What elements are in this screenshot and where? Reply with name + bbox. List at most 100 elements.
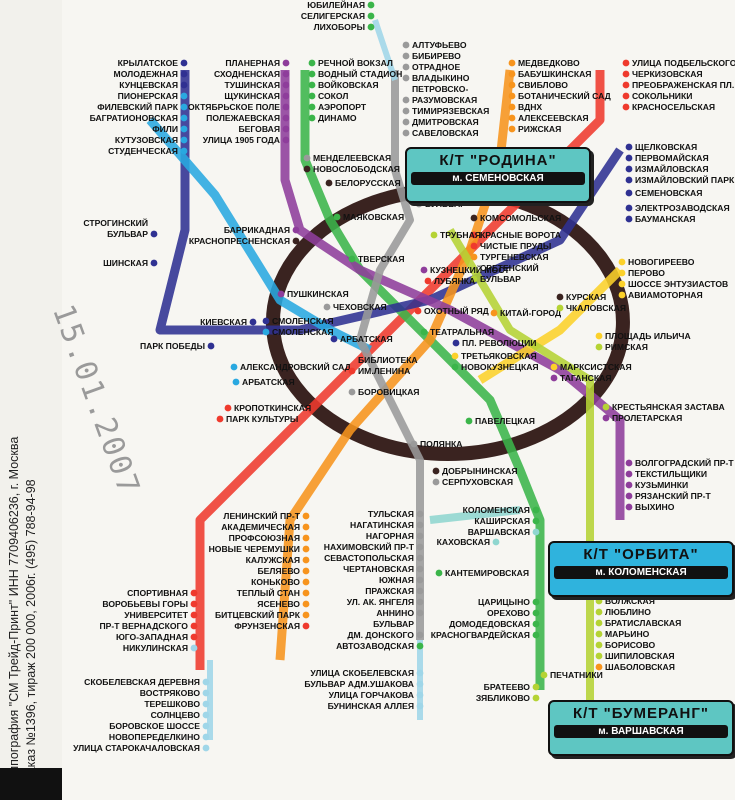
station-label[interactable]: НАХИМОВСКИЙ ПР-Т [324,541,415,552]
station-label[interactable]: ТУШИНСКАЯ [225,80,280,90]
station-label[interactable]: ИМ.ЛЕНИНА [358,366,410,376]
station-label[interactable]: АЛЕКСЕЕВСКАЯ [518,113,589,123]
station-label[interactable]: ЧЕХОВСКАЯ [333,302,387,312]
station-label[interactable]: СОКОЛЬНИКИ [632,91,692,101]
station-label[interactable]: НОВОКУЗНЕЦКАЯ [461,362,539,372]
station-label[interactable]: ФРУНЗЕНСКАЯ [234,621,300,631]
station-label[interactable]: КРАСНОПРЕСНЕНСКАЯ [189,236,290,246]
station-label[interactable]: ЦАРИЦЫНО [478,597,530,607]
station-label[interactable]: КУРСКАЯ [566,292,606,302]
station-label[interactable]: БОРОВИЦКАЯ [358,387,419,397]
station-label[interactable]: МЕНДЕЛЕЕВСКАЯ [313,153,391,163]
station-label[interactable]: БИБИРЕВО [412,51,461,61]
station-label[interactable]: ЩУКИНСКАЯ [224,91,280,101]
station-label[interactable]: ВАРШАВСКАЯ [468,527,530,537]
station-label[interactable]: СПОРТИВНАЯ [127,588,188,598]
station-label[interactable]: МАЯКОВСКАЯ [343,212,404,222]
cinema-rodina-badge[interactable]: К/Т "РОДИНА" м. СЕМЕНОВСКАЯ [405,147,591,203]
station-label[interactable]: АРБАТСКАЯ [242,377,295,387]
station-label[interactable]: ЮБИЛЕЙНАЯ [307,0,365,10]
station-label[interactable]: ЛИХОБОРЫ [314,22,365,32]
station-label[interactable]: МАРЬИНО [605,629,650,639]
station-label[interactable]: ПРЕОБРАЖЕНСКАЯ ПЛ. [632,80,734,90]
station-label[interactable]: АКАДЕМИЧЕСКАЯ [221,522,300,532]
station-label[interactable]: КИТАЙ-ГОРОД [500,307,561,318]
station-label[interactable]: БУЛЬВАР АДМ.УШАКОВА [304,679,414,689]
station-label[interactable]: УЛИЦА ГОРЧАКОВА [329,690,414,700]
station-label[interactable]: ДИНАМО [318,113,357,123]
station-label[interactable]: РАЗУМОВСКАЯ [412,95,477,105]
station-label[interactable]: БАГРАТИОНОВСКАЯ [90,113,178,123]
station-label[interactable]: СЕВАСТОПОЛЬСКАЯ [324,553,414,563]
station-label[interactable]: ТРУБНАЯ [440,230,481,240]
station-label[interactable]: ПУШКИНСКАЯ [287,289,349,299]
station-label[interactable]: ВОЛГОГРАДСКИЙ ПР-Т [635,457,734,468]
station-label[interactable]: ДМ. ДОНСКОГО [347,630,414,640]
station-label[interactable]: ТЕКСТИЛЬЩИКИ [635,469,707,479]
station-label[interactable]: КРАСНОГВАРДЕЙСКАЯ [431,629,530,640]
station-label[interactable]: УЛИЦА СТАРОКАЧАЛОВСКАЯ [73,743,200,753]
station-label[interactable]: МЕДВЕДКОВО [518,58,580,68]
station-label[interactable]: СОКОЛ [318,91,348,101]
station-label[interactable]: КРАСНЫЕ ВОРОТА [480,230,561,240]
station-label[interactable]: ПОЛЯНКА [420,439,463,449]
station-label[interactable]: КРОПОТКИНСКАЯ [234,403,311,413]
station-label[interactable]: БУЛЬВАР [373,619,414,629]
station-label[interactable]: ПЕРОВО [628,268,665,278]
station-label[interactable]: ОХОТНЫЙ РЯД [424,305,489,316]
station-label[interactable]: ЧЕРТАНОВСКАЯ [343,564,414,574]
station-label[interactable]: ПЛ. РЕВОЛЮЦИИ [462,338,536,348]
station-label[interactable]: КУЗЬМИНКИ [635,480,688,490]
station-label[interactable]: ТИМИРЯЗЕВСКАЯ [412,106,489,116]
station-label[interactable]: БЕГОВАЯ [238,124,280,134]
station-label[interactable]: ЮЖНАЯ [379,575,414,585]
station-label[interactable]: ОРЕХОВО [487,608,530,618]
station-label[interactable]: БУЛЬВАР [480,274,521,284]
station-label[interactable]: СРЕТЕНСКИЙ [480,262,539,273]
station-label[interactable]: МОЛОДЕЖНАЯ [114,69,178,79]
cinema-bumerang-badge[interactable]: К/Т "БУМЕРАНГ" м. ВАРШАВСКАЯ [548,700,734,756]
station-label[interactable]: САВЕЛОВСКАЯ [412,128,479,138]
station-label[interactable]: СЕРПУХОВСКАЯ [442,477,513,487]
station-label[interactable]: АЭРОПОРТ [318,102,367,112]
station-label[interactable]: РИМСКАЯ [605,342,648,352]
station-label[interactable]: БАРРИКАДНАЯ [224,225,290,235]
station-label[interactable]: ПЛОЩАДЬ ИЛЬИЧА [605,331,691,341]
station-label[interactable]: ВДНХ [518,102,542,112]
station-label[interactable]: КАНТЕМИРОВСКАЯ [445,568,529,578]
station-label[interactable]: СЕМЕНОВСКАЯ [635,188,702,198]
station-label[interactable]: АВТОЗАВОДСКАЯ [336,641,414,651]
station-label[interactable]: КОНЬКОВО [251,577,300,587]
station-label[interactable]: ПРОЛЕТАРСКАЯ [612,413,682,423]
station-label[interactable]: КАХОВСКАЯ [437,537,490,547]
station-label[interactable]: СЕЛИГЕРСКАЯ [301,11,365,21]
station-label[interactable]: КУТУЗОВСКАЯ [115,135,178,145]
station-label[interactable]: КУЗНЕЦКИЙ МОСТ [430,264,510,275]
station-label[interactable]: БАБУШКИНСКАЯ [518,69,591,79]
station-label[interactable]: КРАСНОСЕЛЬСКАЯ [632,102,715,112]
station-label[interactable]: ШОССЕ ЭНТУЗИАСТОВ [628,279,728,289]
station-label[interactable]: БОТАНИЧЕСКИЙ САД [518,90,611,101]
station-label[interactable]: НАГАТИНСКАЯ [350,520,414,530]
station-label[interactable]: ТУРГЕНЕВСКАЯ [480,252,549,262]
station-label[interactable]: ЯСЕНЕВО [257,599,300,609]
station-label[interactable]: НИКУЛИНСКАЯ [123,643,188,653]
station-label[interactable]: КОМСОМОЛЬСКАЯ [480,213,561,223]
station-label[interactable]: СМОЛЕНСКАЯ [272,327,334,337]
station-label[interactable]: ПЕРВОМАЙСКАЯ [635,152,709,163]
station-label[interactable]: БОРИСОВО [605,640,655,650]
station-label[interactable]: АЛЕКСАНДРОВСКИЙ САД [240,361,351,372]
station-label[interactable]: ВОЙКОВСКАЯ [318,79,379,90]
station-label[interactable]: ВОЛЖСКАЯ [605,596,655,606]
station-label[interactable]: ПОЛЕЖАЕВСКАЯ [206,113,280,123]
station-label[interactable]: ИЗМАЙЛОВСКАЯ [635,163,709,174]
station-label[interactable]: УЛИЦА ПОДБЕЛЬСКОГО [632,58,735,68]
station-label[interactable]: ЛЮБЛИНО [605,607,651,617]
station-label[interactable]: ПАРК ПОБЕДЫ [140,341,205,351]
station-label[interactable]: ДОМОДЕДОВСКАЯ [449,619,530,629]
station-label[interactable]: ТВЕРСКАЯ [358,254,405,264]
station-label[interactable]: УНИВЕРСИТЕТ [124,610,189,620]
station-label[interactable]: БАУМАНСКАЯ [635,214,695,224]
station-label[interactable]: ОТРАДНОЕ [412,62,460,72]
station-label[interactable]: РИЖСКАЯ [518,124,561,134]
